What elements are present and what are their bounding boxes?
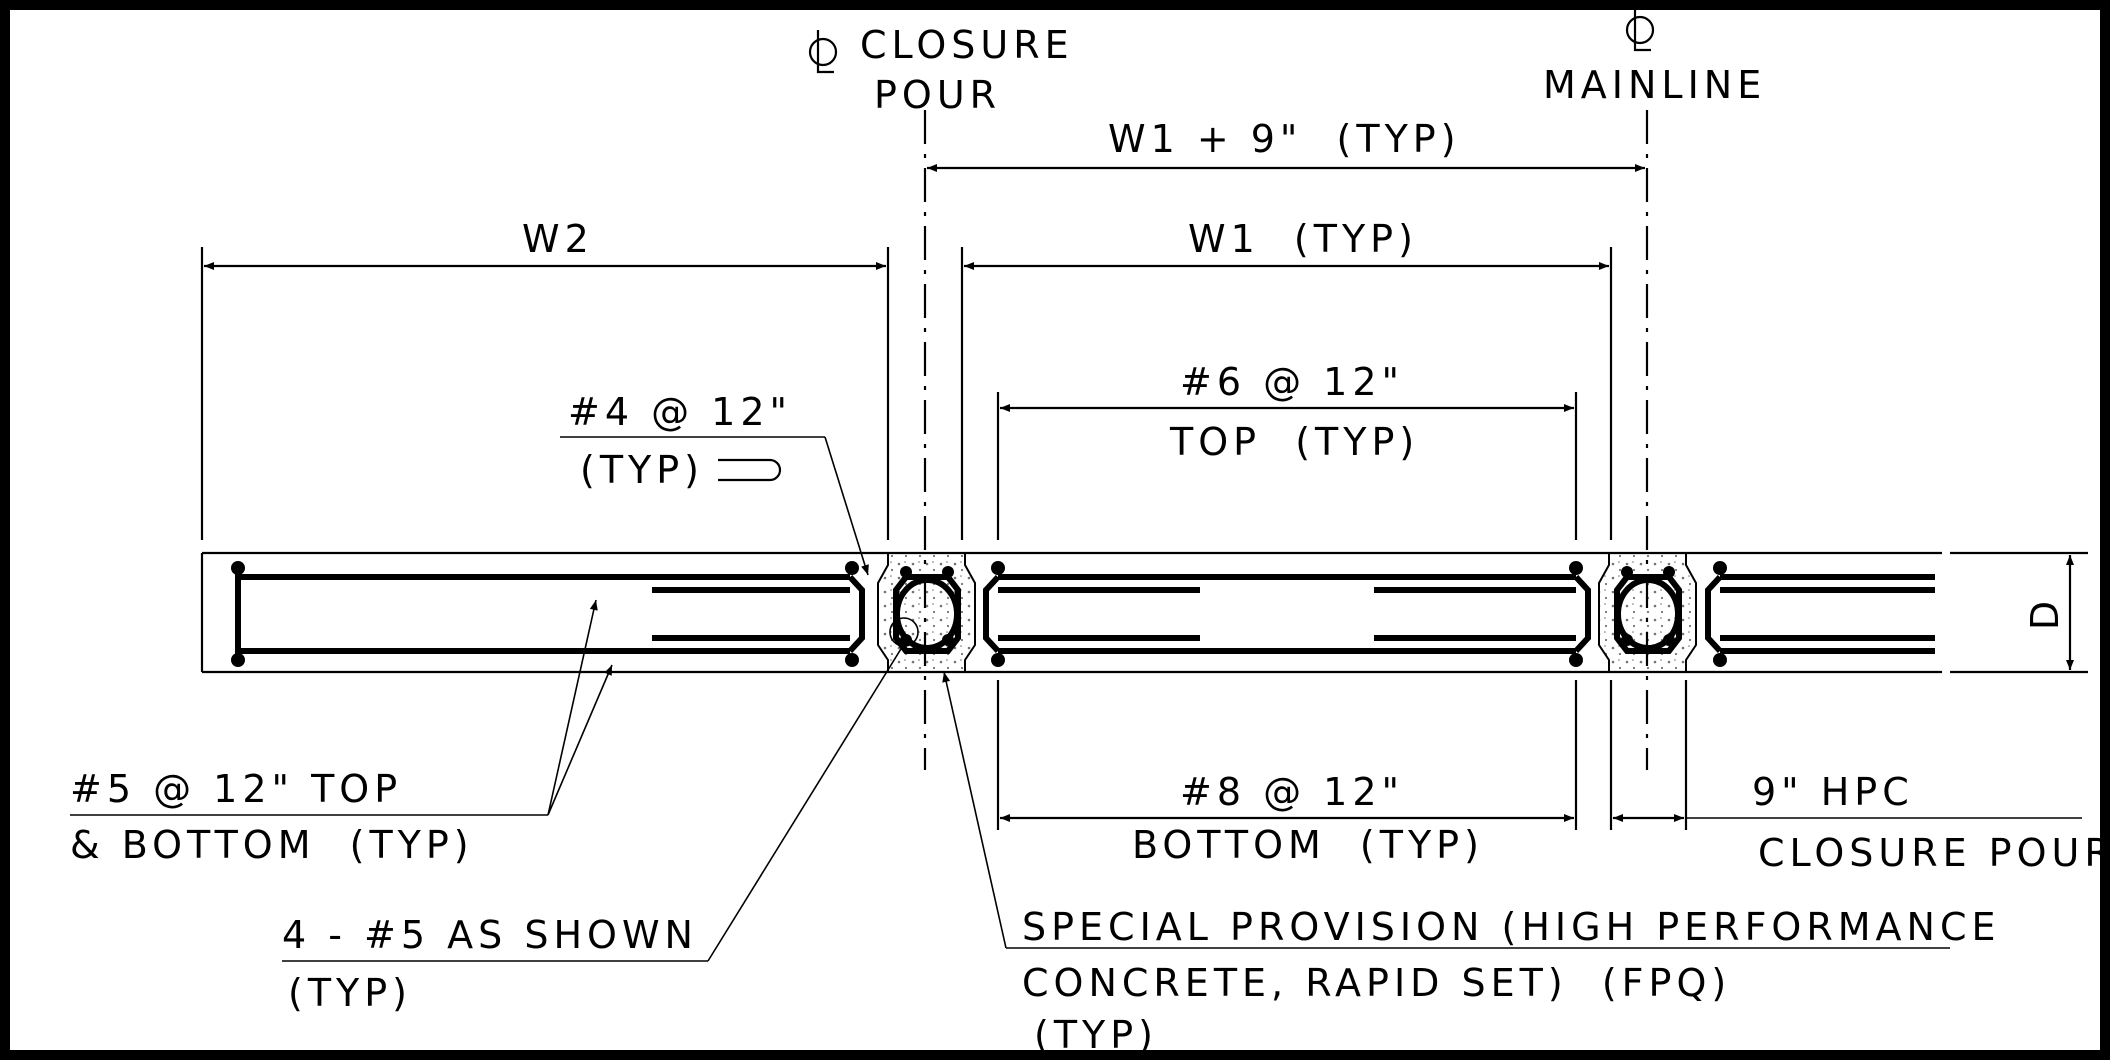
label-four5-line2: (TYP) <box>288 971 412 1015</box>
label-bar5-line2: & BOTTOM (TYP) <box>70 823 474 867</box>
label-cl-closure-line1: CLOSURE <box>860 23 1074 67</box>
centerline-symbol-icon <box>1625 8 1655 52</box>
label-cl-mainline: MAINLINE <box>1543 63 1766 107</box>
label-special-line1: SPECIAL PROVISION (HIGH PERFORMANCE <box>1022 905 2001 949</box>
label-hpc-line1: 9" HPC <box>1752 770 1914 814</box>
label-hpc-line2: CLOSURE POUR <box>1758 831 2110 875</box>
leader-lines <box>70 436 1950 962</box>
label-special-line3: (TYP) <box>1034 1013 1158 1057</box>
label-special-line2: CONCRETE, RAPID SET) (FPQ) <box>1022 961 1731 1005</box>
label-cl-closure-line2: POUR <box>874 73 1001 117</box>
label-bar8-line2: BOTTOM (TYP) <box>1132 823 1484 867</box>
centerline-symbol-icon <box>808 30 838 74</box>
label-w1-plus-9: W1 + 9" (TYP) <box>1108 117 1461 161</box>
hairpin-bar-icon <box>718 458 782 482</box>
label-four5-line1: 4 - #5 AS SHOWN <box>282 913 698 957</box>
dimension-lines <box>200 164 2088 830</box>
reinforcing-bars <box>235 568 1935 660</box>
label-bar6-line1: #6 @ 12" <box>1180 360 1404 404</box>
centerlines <box>923 110 1649 770</box>
label-bar5-line1: #5 @ 12" TOP <box>70 767 402 811</box>
bar-callout-circle <box>889 617 919 647</box>
label-w1-typ: W1 (TYP) <box>1188 217 1418 261</box>
rebar-dots <box>231 561 1727 667</box>
label-bar6-line2: TOP (TYP) <box>1169 420 1419 464</box>
label-w2: W2 <box>522 217 594 261</box>
label-dim-d: D <box>2023 596 2067 630</box>
label-bar4-line1: #4 @ 12" <box>568 390 792 434</box>
label-bar4-line2: (TYP) <box>580 448 704 492</box>
label-bar8-line1: #8 @ 12" <box>1180 770 1404 814</box>
